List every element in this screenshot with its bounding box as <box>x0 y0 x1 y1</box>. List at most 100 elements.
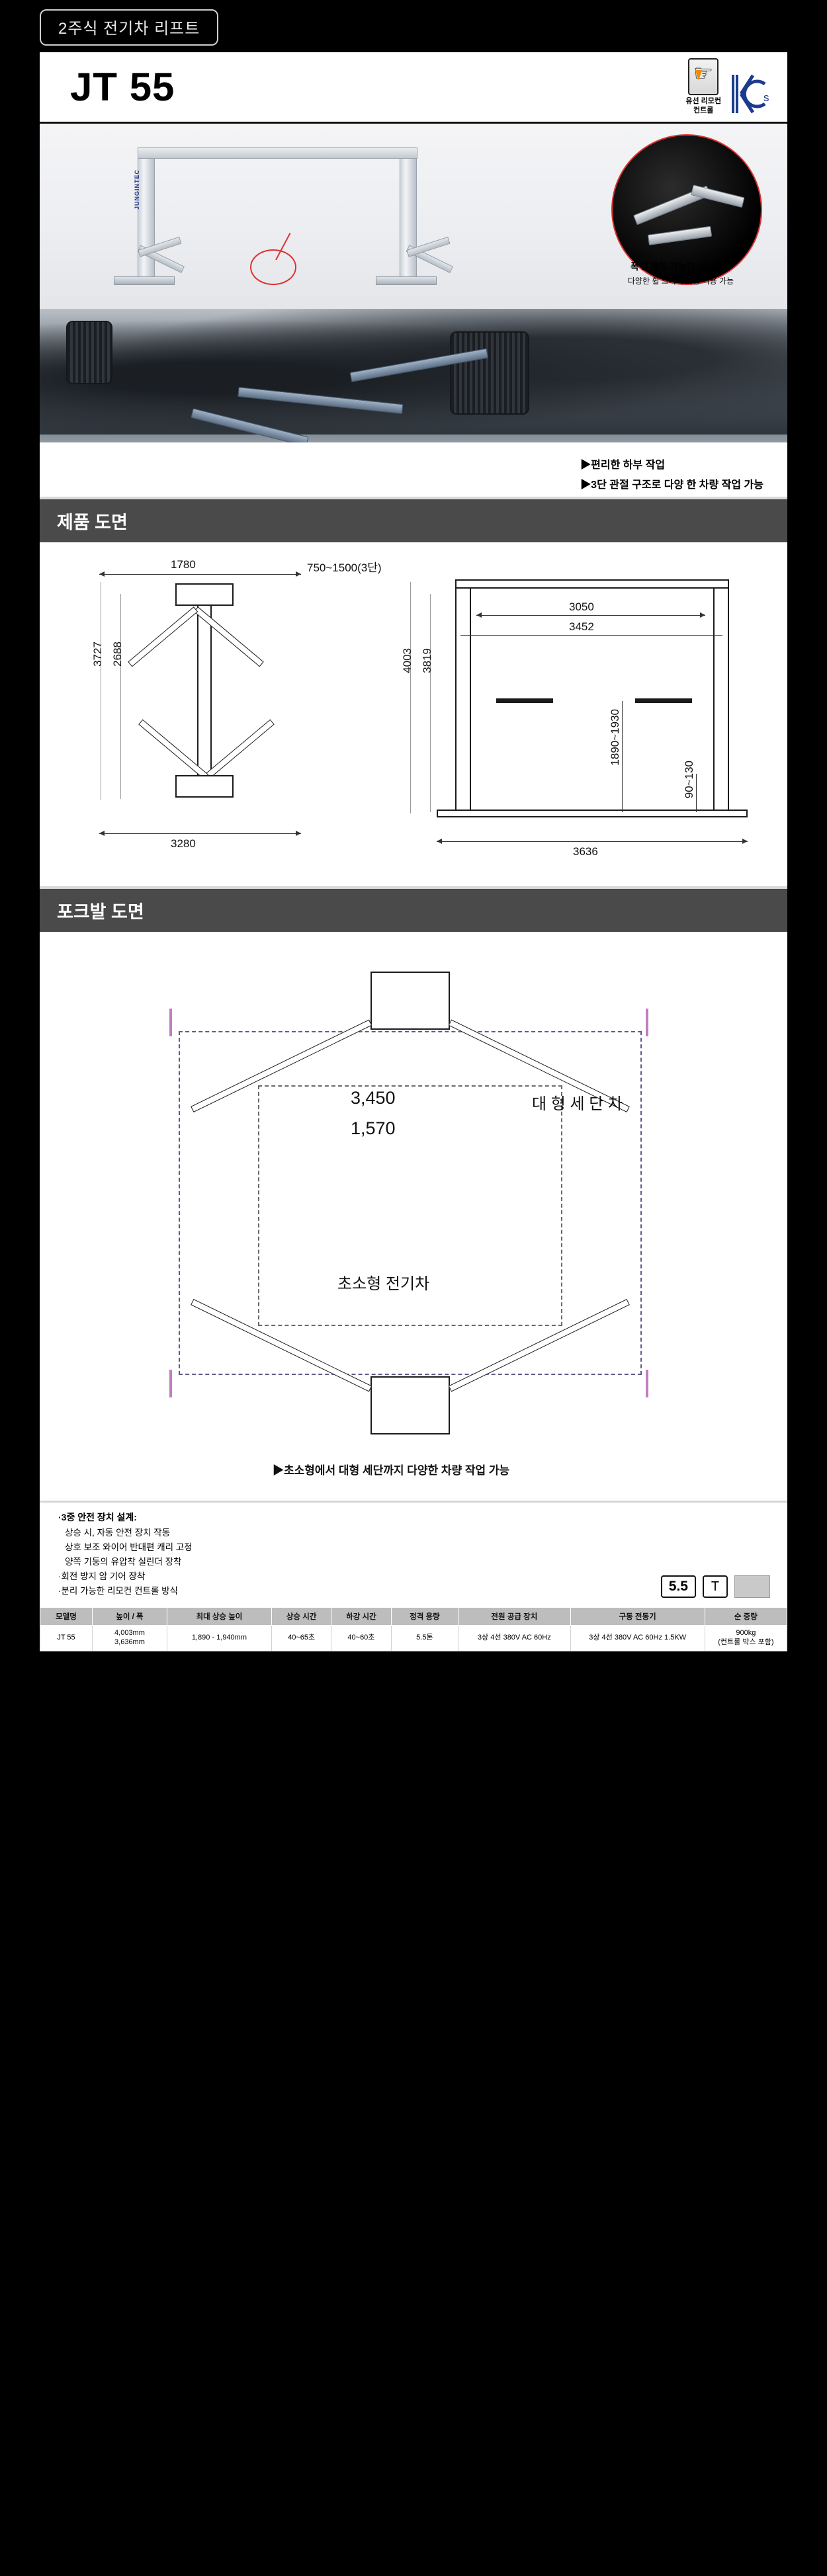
fork-dim-small: 1,570 <box>351 1118 396 1138</box>
cell-model: JT 55 <box>39 1625 93 1651</box>
fork-label-large: 대 형 세 단 차 <box>532 1095 623 1113</box>
th-descend-time: 하강 시간 <box>331 1607 392 1626</box>
dim-right-clearance: 90~130 <box>683 761 695 799</box>
drawing-arm-tl <box>128 606 198 667</box>
dim-right-lift-height: 1890~1930 <box>609 709 621 766</box>
dim-right-width-inner: 3050 <box>569 601 594 613</box>
th-capacity: 정격 용량 <box>390 1607 459 1626</box>
table-header-row: 모델명 높이 / 폭 최대 상승 높이 상승 시간 하강 시간 정격 용량 전원… <box>39 1607 788 1626</box>
th-motor: 구동 전동기 <box>570 1607 705 1626</box>
specification-table: 모델명 높이 / 폭 최대 상승 높이 상승 시간 하강 시간 정격 용량 전원… <box>39 1607 788 1651</box>
dimline-left-top <box>99 574 301 575</box>
callout-text-line2: 다양한 휠 크기의 차량 적용 가능 <box>627 276 734 286</box>
callout-highlight-circle <box>250 249 296 285</box>
feature-bullets-photo: ▶편리한 하부 작업 ▶3단 관절 구조로 다양 한 차량 작업 가능 <box>580 452 763 491</box>
detail-magnifier <box>611 134 762 285</box>
fork-tip-marker-tr <box>646 1009 648 1036</box>
drawing-lift-pad-right <box>635 698 692 703</box>
th-height-width: 높이 / 폭 <box>92 1607 167 1626</box>
remote-caption-line2: 컨트롤 <box>693 106 714 114</box>
table-row: JT 55 4,003mm 3,636mm 1,890 - 1,940mm 40… <box>39 1625 788 1651</box>
callout-text-line1: 폭 조절이 가능한 'ⓒ'자 암 <box>630 261 732 272</box>
section-header-product-drawing: 제품 도면 <box>40 497 787 542</box>
drawing-top-beam <box>455 579 729 589</box>
vehicle-tire-left <box>66 321 112 384</box>
photo-bullet-2: ▶3단 관절 구조로 다양 한 차량 작업 가능 <box>580 479 763 491</box>
fork-envelope-large <box>179 1031 642 1375</box>
dim-left-top-width: 1780 <box>171 558 196 571</box>
cell-descend-time: 40~60초 <box>331 1625 392 1651</box>
th-rise-time: 상승 시간 <box>271 1607 332 1626</box>
category-tag: 2주식 전기차 리프트 <box>40 9 219 46</box>
product-photo-undercar: ▶편리한 하부 작업 ▶3단 관절 구조로 다양 한 차량 작업 가능 <box>40 309 787 497</box>
dim-left-bottom-width: 3280 <box>171 837 196 850</box>
th-net-weight: 순 중량 <box>704 1607 788 1626</box>
cell-motor: 3상 4선 380V AC 60Hz 1.5KW <box>570 1625 705 1651</box>
fork-tip-marker-br <box>646 1370 648 1397</box>
feature-line-4: ·회전 방지 암 기어 장착 <box>58 1571 146 1581</box>
th-power-supply: 전원 공급 장치 <box>458 1607 571 1626</box>
dim-left-vertical-inner: 2688 <box>111 642 124 667</box>
cell-max-lift: 1,890 - 1,940mm <box>166 1625 272 1651</box>
cell-capacity: 5.5톤 <box>390 1625 459 1651</box>
drawing-column-right <box>713 585 729 816</box>
callout-text: 폭 조절이 가능한 'ⓒ'자 암 다양한 휠 크기의 차량 적용 가능 <box>598 260 763 286</box>
fork-drawing-canvas: 3,450 대 형 세 단 차 1,570 초소형 전기차 ▶초소형에서 대형 … <box>40 932 787 1501</box>
cell-rise-time: 40~65초 <box>271 1625 332 1651</box>
th-model: 모델명 <box>39 1607 93 1626</box>
drawing-carriage-topview <box>175 583 234 606</box>
product-drawing-canvas: 1780 750~1500(3단) 3727 2688 3280 <box>40 542 787 886</box>
fork-carriage-top <box>370 972 450 1030</box>
section-header-fork-drawing: 포크발 도면 <box>40 886 787 932</box>
safety-features-block: ·3중 안전 장치 설계: 상승 시, 자동 안전 장치 작동 상호 보조 와이… <box>40 1501 787 1607</box>
fork-drawing-caption: ▶초소형에서 대형 세단까지 다양한 차량 작업 가능 <box>273 1464 510 1477</box>
color-swatch <box>734 1575 770 1598</box>
dim-left-vertical-outer: 3727 <box>91 642 104 667</box>
vehicle-tire-right <box>450 331 529 415</box>
dim-right-vertical-outer: 4003 <box>401 648 414 673</box>
caption-backdrop <box>40 442 787 497</box>
drawing-arm-br <box>204 719 275 780</box>
dim-right-vertical-inner: 3819 <box>421 648 433 673</box>
fork-envelope-small <box>258 1085 562 1326</box>
fork-dim-large: 3,450 <box>351 1088 396 1108</box>
lift-crossbar <box>138 147 417 159</box>
drawing-lift-pad-left <box>496 698 553 703</box>
remote-caption-line1: 유선 리모컨 <box>685 97 721 106</box>
lift-post-right <box>400 147 417 277</box>
product-photo-main: JUNGINTEC 폭 조절이 가능한 'ⓒ'자 암 다양한 휠 크기의 차량 … <box>40 124 787 309</box>
dim-right-bottom-width: 3636 <box>573 845 598 858</box>
wired-remote-badge: ☞ 유선 리모컨 컨트롤 <box>685 58 721 116</box>
fork-tip-marker-tl <box>169 1009 172 1036</box>
capacity-badge-row: 5.5 T <box>660 1575 770 1598</box>
capacity-value-badge: 5.5 <box>660 1575 696 1598</box>
cell-net-weight: 900kg (컨트롤 박스 포함) <box>704 1625 788 1651</box>
svg-text:s: s <box>763 91 769 104</box>
drawing-column-left <box>455 585 471 816</box>
cell-power-supply: 3상 4선 380V AC 60Hz <box>458 1625 571 1651</box>
base-plate-right <box>376 276 437 285</box>
fork-tip-marker-bl <box>169 1370 172 1397</box>
drawing-carriage-topview-2 <box>175 775 234 798</box>
photo-bullet-1: ▶편리한 하부 작업 <box>580 460 666 471</box>
features-title: ·3중 안전 장치 설계: <box>58 1512 137 1522</box>
base-plate-left <box>114 276 175 285</box>
feature-line-5: ·분리 가능한 리모컨 컨트롤 방식 <box>58 1586 178 1596</box>
brand-label: JUNGINTEC <box>134 169 140 210</box>
content-sheet: JT 55 ☞ 유선 리모컨 컨트롤 <box>39 52 788 1651</box>
th-max-lift: 최대 상승 높이 <box>166 1607 272 1626</box>
badge-group: ☞ 유선 리모컨 컨트롤 s <box>685 58 771 116</box>
category-tag-wrap: 2주식 전기차 리프트 <box>0 0 827 52</box>
ton-unit-badge: T <box>703 1575 728 1598</box>
drawing-floor-beam <box>437 810 748 817</box>
feature-line-3: 양쪽 기둥의 유압착 실린더 장착 <box>65 1557 182 1567</box>
product-page: 2주식 전기차 리프트 JT 55 ☞ 유선 리모컨 컨트롤 <box>0 0 827 1651</box>
dim-right-width-outer: 3452 <box>569 620 594 633</box>
cell-height-width: 4,003mm 3,636mm <box>92 1625 167 1651</box>
vehicle-underbody <box>40 309 787 435</box>
feature-line-1: 상승 시, 자동 안전 장치 작동 <box>65 1528 171 1538</box>
feature-line-2: 상호 보조 와이어 반대편 캐리 고정 <box>65 1542 193 1552</box>
fork-carriage-bottom <box>370 1376 450 1434</box>
dim-left-stage-range: 750~1500(3단) <box>307 561 382 574</box>
hand-pointer-icon: ☞ <box>688 58 719 96</box>
